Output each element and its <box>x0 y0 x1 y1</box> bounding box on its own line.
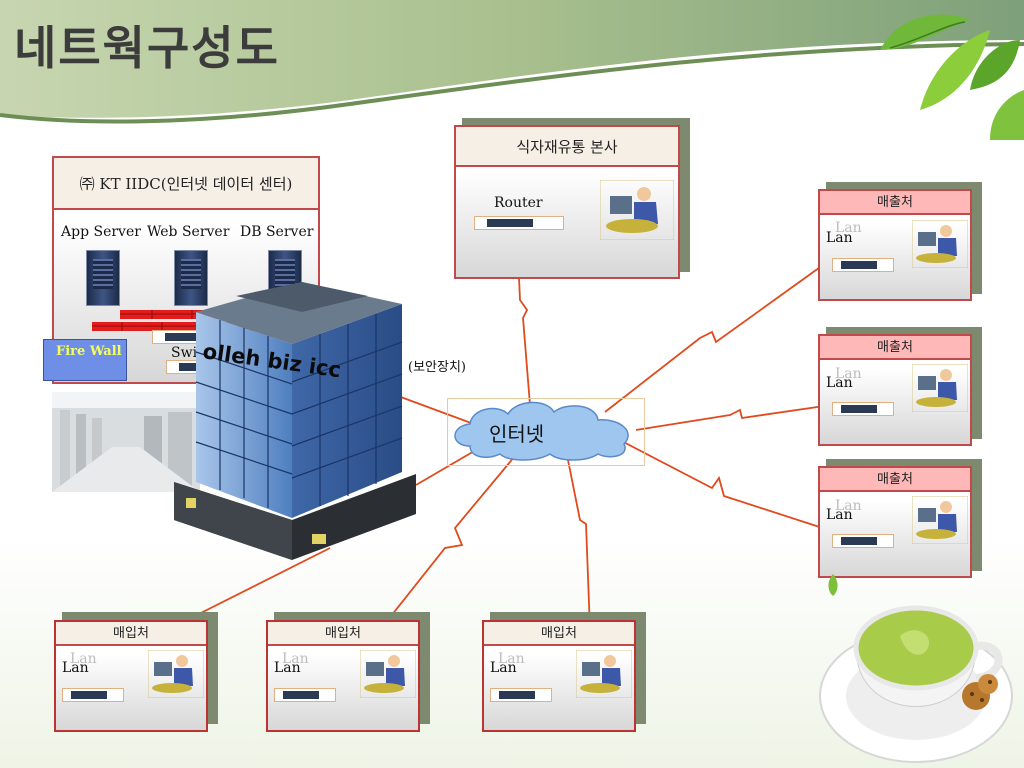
page-title: 네트웍구성도 <box>14 21 280 75</box>
internet-frame <box>447 398 645 466</box>
hq-person-at-computer-icon <box>600 180 674 240</box>
purchase-1-device-icon <box>62 688 124 702</box>
purchase-3-title: 매입처 <box>484 622 634 646</box>
hq-header: 식자재유통 본사 <box>456 127 678 167</box>
purchase-1-lan-ghost: Lan <box>70 651 97 667</box>
purchase-3-device-icon <box>490 688 552 702</box>
purchase-3-lan-label: Lan <box>490 660 517 676</box>
link-internet-sales-3 <box>609 434 839 534</box>
purchase-1-lan-label: Lan <box>62 660 89 676</box>
olleh-building-icon: olleh biz icc <box>174 282 416 560</box>
kt-iidc-header: ㈜ KT IIDC(인터넷 데이터 센터) <box>54 158 318 210</box>
sales-1-device-icon <box>832 258 894 272</box>
purchase-2-person-icon <box>360 650 416 698</box>
app-server-icon <box>86 250 120 306</box>
firewall-label: Fire Wall <box>56 344 122 359</box>
firewall-box: Fire Wall <box>43 339 127 381</box>
purchase-3-lan-ghost: Lan <box>498 651 525 667</box>
purchase-1-person-icon <box>148 650 204 698</box>
router-label: Router <box>494 195 543 211</box>
title-banner <box>0 0 1024 124</box>
sales-2-device-icon <box>832 402 894 416</box>
web-server-icon <box>174 250 208 306</box>
purchase-2-title: 매입처 <box>268 622 418 646</box>
internet-cloud-icon <box>454 401 629 461</box>
link-internet-purchase-2 <box>379 449 521 631</box>
purchase-3-person-icon <box>576 650 632 698</box>
db-server-label: DB Server <box>240 224 314 240</box>
purchase-2-lan-ghost: Lan <box>282 651 309 667</box>
sales-2-person-icon <box>912 364 968 412</box>
purchase-2-lan-label: Lan <box>274 660 301 676</box>
link-internet-sales-1 <box>604 259 831 413</box>
sales-3-device-icon <box>832 534 894 548</box>
sales-3-title: 매출처 <box>820 468 970 492</box>
sales-1-title: 매출처 <box>820 191 970 215</box>
sales-2-lan-ghost: Lan <box>835 366 862 382</box>
purchase-1-title: 매입처 <box>56 622 206 646</box>
sales-3-lan-label: Lan <box>826 507 853 523</box>
link-internet-sales-2 <box>635 403 839 431</box>
sales-2-title: 매출처 <box>820 336 970 360</box>
app-server-label: App Server <box>61 224 141 240</box>
web-server-label: Web Server <box>147 224 230 240</box>
security-label: (보안장치) <box>408 360 466 375</box>
link-internet-purchase-3 <box>566 454 591 631</box>
leaves-decoration <box>880 14 1024 140</box>
green-tea-cup-decoration <box>819 605 1013 763</box>
purchase-2-device-icon <box>274 688 336 702</box>
sales-3-lan-ghost: Lan <box>835 498 862 514</box>
sales-1-person-icon <box>912 220 968 268</box>
sales-3-person-icon <box>912 496 968 544</box>
datacenter-photo <box>52 392 200 492</box>
sales-1-lan-label: Lan <box>826 230 853 246</box>
internet-label: 인터넷 <box>489 422 545 446</box>
sales-1-lan-ghost: Lan <box>835 220 862 236</box>
sales-2-lan-label: Lan <box>826 375 853 391</box>
router-device-icon <box>474 216 564 230</box>
green-leaf-small-decoration <box>828 574 838 596</box>
hq-panel: 식자재유통 본사 <box>454 125 680 279</box>
